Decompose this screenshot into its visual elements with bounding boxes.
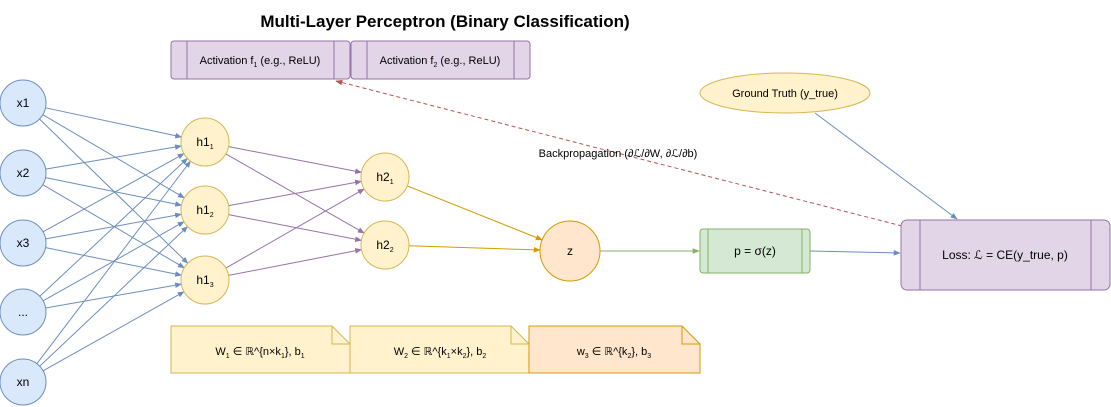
activation-f1-box: Activation f1 (e.g., ReLU) [170, 40, 351, 80]
hidden1-node-3: h13 [180, 255, 230, 305]
input-hidden1-edge [45, 107, 183, 139]
input-label: ... [18, 305, 28, 319]
weight-w2-label: W2 ∈ ℝ^{k1×k2}, b2 [394, 346, 487, 360]
hidden1-label: h12 [196, 203, 213, 219]
weight-note-w2: W2 ∈ ℝ^{k1×k2}, b2 [349, 325, 530, 374]
z-label: z [567, 244, 573, 258]
edges-layer [36, 79, 958, 372]
input-hidden1-edge [36, 160, 191, 364]
ground-truth-loss-edge [814, 112, 958, 220]
hidden1-node-1: h11 [180, 117, 230, 167]
hidden1-hidden2-edge [228, 179, 363, 207]
diagram-title: Multi-Layer Perceptron (Binary Classific… [260, 12, 629, 31]
hidden1-hidden2-edge [228, 214, 363, 242]
hidden2-label: h22 [376, 238, 393, 254]
input-label: xn [17, 375, 30, 389]
input-node-x1: x1 [0, 79, 47, 127]
input-node-x2: x2 [0, 149, 47, 197]
ground-truth-node: Ground Truth (y_true) [699, 72, 871, 114]
weight-note-w3: w3 ∈ ℝ^{k2}, b3 [528, 325, 701, 374]
input-hidden1-edge [45, 177, 183, 207]
input-hidden1-edge [39, 226, 189, 367]
sigmoid-label: p = σ(z) [734, 244, 776, 258]
hidden1-hidden2-edge [228, 248, 363, 276]
hidden1-label: h11 [196, 135, 213, 151]
input-hidden1-edge [42, 221, 185, 302]
hidden2-node-2: h22 [360, 220, 410, 270]
loss-box: Loss: ℒ = CE(y_true, p) [900, 219, 1111, 291]
z-node: z [539, 220, 601, 282]
input-hidden1-edge [42, 291, 185, 372]
loss-label: Loss: ℒ = CE(y_true, p) [942, 248, 1068, 262]
input-node-ellipsis: ... [0, 288, 47, 336]
sigmoid-loss-edge [809, 250, 901, 256]
hidden1-node-2: h12 [180, 185, 230, 235]
backprop-edge [335, 79, 903, 227]
weight-note-w1: W1 ∈ ℝ^{n×k1}, b1 [170, 325, 351, 374]
input-hidden1-edge [42, 114, 185, 199]
hidden2-z-edge [407, 185, 543, 241]
activation-f2-label: Activation f2 (e.g., ReLU) [380, 55, 501, 69]
input-label: x3 [17, 236, 30, 250]
input-label: x1 [17, 96, 30, 110]
hidden1-label: h13 [196, 273, 213, 289]
hidden1-hidden2-edge [225, 188, 365, 269]
hidden1-hidden2-edge [228, 146, 363, 174]
weight-w3-label: w3 ∈ ℝ^{k2}, b3 [576, 346, 651, 360]
input-label: x2 [17, 166, 30, 180]
backprop-label: Backpropagation (∂ℒ/∂W, ∂ℒ/∂b) [539, 148, 698, 160]
hidden2-label: h21 [376, 170, 393, 186]
input-node-x3: x3 [0, 219, 47, 267]
activation-f1-label: Activation f1 (e.g., ReLU) [200, 55, 321, 69]
hidden2-node-1: h21 [360, 152, 410, 202]
sigmoid-box: p = σ(z) [699, 228, 811, 274]
hidden2-z-edge [408, 245, 541, 253]
ground-truth-label: Ground Truth (y_true) [732, 88, 838, 100]
activation-f2-box: Activation f2 (e.g., ReLU) [350, 40, 531, 80]
input-hidden1-edge [45, 212, 183, 240]
input-node-xn: xn [0, 358, 47, 406]
input-hidden1-edge [45, 144, 183, 170]
input-hidden1-edge [42, 153, 185, 233]
input-hidden1-edge [39, 157, 188, 297]
weight-w1-label: W1 ∈ ℝ^{n×k1}, b1 [215, 346, 304, 360]
